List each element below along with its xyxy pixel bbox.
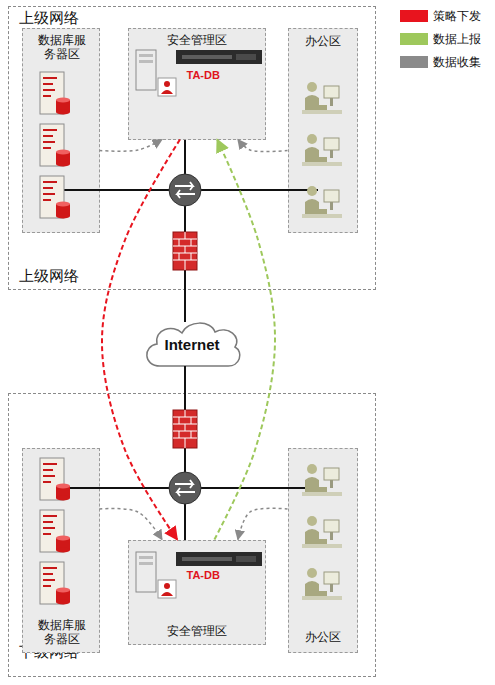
zone-box: 数据库服务器区 (22, 448, 100, 653)
zone-title: 安全管理区 (129, 623, 265, 640)
legend-text: 策略下发 (433, 8, 481, 24)
server-icon (40, 510, 70, 553)
flow-arrow (238, 140, 288, 152)
server-icon (40, 124, 70, 167)
zone-title: Internet (140, 336, 244, 353)
network-frame: 上级网络上级网络数据库服务器区安全管理区TA-DB办公区 (8, 6, 376, 290)
flow-arrow (100, 140, 163, 152)
legend-swatch (400, 10, 428, 22)
zone-box: 数据库服务器区 (22, 28, 100, 233)
office-user-icon (302, 134, 342, 166)
zone-box: 安全管理区 TA-DB (128, 540, 266, 645)
legend-text: 数据上报 (433, 31, 481, 47)
zone-title: 安全管理区 (129, 32, 265, 49)
legend-swatch (400, 33, 428, 45)
server-icon (40, 458, 70, 501)
network-wire (184, 366, 186, 540)
flow-arrow (102, 140, 180, 540)
network-frame: 下级网络数据库服务器区安全管理区TA-DB办公区 (8, 393, 376, 677)
zone-box: 办公区 (288, 448, 358, 653)
zone-title: 上级网络 (19, 9, 79, 28)
legend-swatch (400, 56, 428, 68)
zone-title: 数据库服务器区 (35, 618, 89, 646)
office-user-icon (302, 568, 342, 600)
network-wire (60, 487, 318, 489)
internet-cloud: Internet (140, 318, 244, 370)
switch-icon (169, 174, 201, 206)
office-user-icon (302, 82, 342, 114)
server-icon (40, 72, 70, 115)
flow-arrow (238, 508, 288, 539)
flow-arrow (214, 140, 275, 540)
office-user-icon (302, 186, 342, 218)
device-label: TA-DB (187, 69, 220, 81)
management-host-icon (136, 552, 262, 598)
network-wire (60, 140, 318, 540)
zone-title: 办公区 (289, 33, 357, 50)
management-host-icon (136, 50, 262, 96)
zone-box: 安全管理区 TA-DB (128, 28, 266, 140)
zone-title: 数据库服务器区 (35, 33, 89, 61)
server-icon (40, 562, 70, 605)
network-wire (60, 189, 318, 191)
device-label: 上级网络 (19, 267, 79, 286)
office-user-icon (302, 464, 342, 496)
server-icon (40, 176, 70, 219)
legend-text: 数据收集 (433, 54, 481, 70)
firewall-icon (173, 232, 197, 270)
network-wire (184, 140, 186, 322)
zone-box: 办公区 (288, 28, 358, 233)
flow-arrow (100, 509, 163, 540)
firewall-icon (173, 410, 197, 448)
office-user-icon (302, 516, 342, 548)
zone-title: 办公区 (289, 629, 357, 646)
switch-icon (169, 472, 201, 504)
device-label: TA-DB (187, 569, 220, 581)
